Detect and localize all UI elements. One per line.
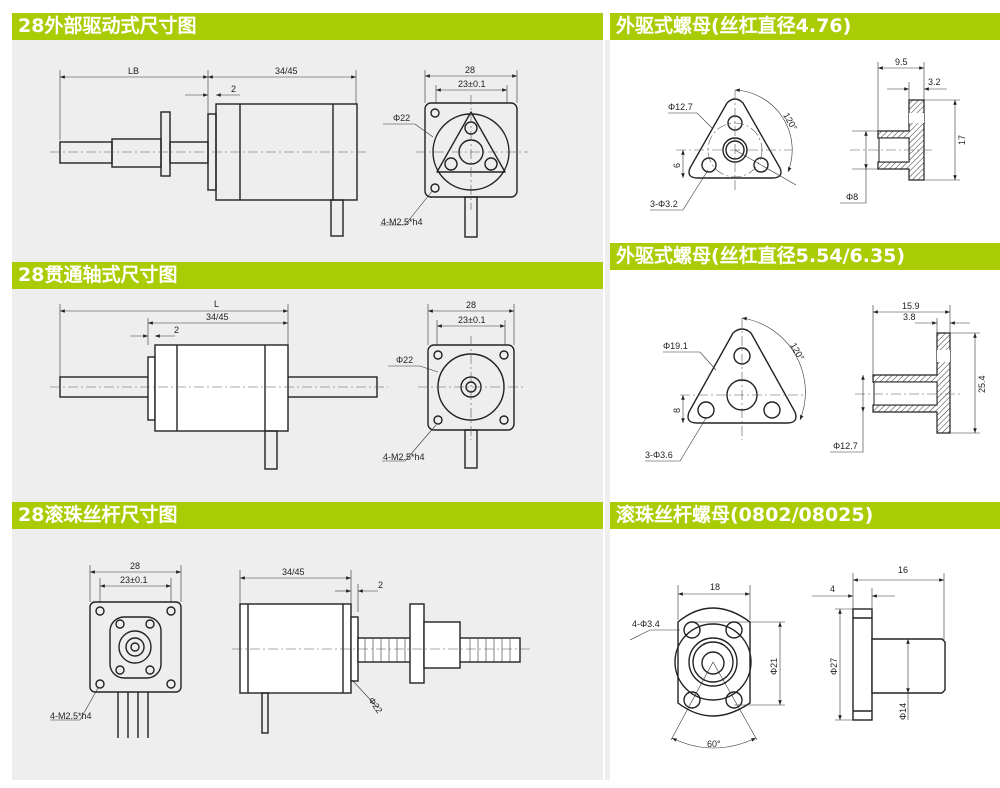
nut-554-front-view: 120° Φ19.1 3-Φ3.6 8 [645,316,806,462]
header-nut-476: 外驱式螺母(丝杠直径4.76) [610,13,1000,40]
dim-flange: 2 [231,84,236,94]
ball-nut-side-view: 16 4 Φ27 Φ14 [812,565,946,721]
label-bore: Φ8 [846,192,858,202]
dim-length: 34/45 [282,567,305,577]
label-angle: 120° [788,341,806,362]
label-boss: Φ22 [393,113,410,123]
nut-554-side-view: 15.9 3.8 25.4 Φ12.7 [830,301,987,453]
dim-flange: 4 [830,584,835,594]
dim-h: 6 [672,163,682,168]
ball-nut-front-view: 18 60° Φ21 4-Φ3.4 [629,582,785,749]
label-dia: Φ19.1 [663,341,688,351]
dim-flange: 2 [174,325,179,335]
ball-screw-end-view: 28 23±0.1 4-M2.5*h4 [50,561,182,738]
dim-flange: 3.8 [903,312,916,322]
label-boss: Φ22 [396,355,413,365]
label-holes: 4-Φ3.4 [632,619,660,629]
dim-l: L [214,299,219,309]
nut-476-side-view: 9.5 3.2 17 Φ8 [840,57,967,204]
dim-len: 16 [898,565,908,575]
ext-drive-side-view: LB 34/45 2 [50,66,368,237]
label-holes: 3-Φ3.2 [650,199,678,209]
dim-h: 8 [672,408,682,413]
dim-height: 25.4 [977,375,987,393]
dim-hole-pitch: 23±0.1 [120,575,147,585]
label-screw: 4-M2.5*h4 [383,452,425,462]
dim-flange: 3.2 [928,77,941,87]
label-angle: 60° [707,739,721,749]
dim-pcd: Φ21 [769,658,779,675]
dim-height: 17 [957,135,967,145]
dim-length: 34/45 [275,66,298,76]
header-ext-drive: 28外部驱动式尺寸图 [12,13,603,40]
label-bore: Φ12.7 [833,441,858,451]
dim-dia: Φ27 [829,658,839,675]
dim-length: 34/45 [206,312,229,322]
dim-hole-pitch: 23±0.1 [458,315,485,325]
dim-width: 28 [465,65,475,75]
divider [605,40,610,780]
dim-width: 28 [130,561,140,571]
header-through-shaft: 28贯通轴式尺寸图 [12,262,603,289]
dim-flange: 2 [378,580,383,590]
dim-width: 18 [710,582,720,592]
ext-drive-end-view: 28 23±0.1 Φ22 4-M2.5*h4 [380,65,528,238]
dim-hole-pitch: 23±0.1 [458,79,485,89]
header-ball-nut: 滚珠丝杆螺母(0802/08025) [610,502,1000,529]
ball-screw-side-view: 34/45 2 Φ22 [232,567,530,734]
dim-width: 28 [466,300,476,310]
through-shaft-end-view: 28 23±0.1 Φ22 4-M2.5*h4 [382,300,524,469]
dim-len: 15.9 [902,301,920,311]
label-boss: Φ22 [366,695,384,715]
label-holes: 3-Φ3.6 [645,450,673,460]
dim-lb: LB [128,66,139,76]
label-screw: 4-M2.5*h4 [381,217,423,227]
dim-body: Φ14 [898,703,908,720]
header-nut-554: 外驱式螺母(丝杠直径5.54/6.35) [610,243,1000,270]
label-screw: 4-M2.5*h4 [50,711,92,721]
dim-len: 9.5 [895,57,908,67]
header-ball-screw: 28滚珠丝杆尺寸图 [12,502,603,529]
nut-476-front-view: 120° Φ12.7 3-Φ3.2 6 [650,88,799,211]
through-shaft-side-view: L 34/45 2 [50,299,388,470]
label-angle: 120° [781,111,799,132]
label-dia: Φ12.7 [668,102,693,112]
